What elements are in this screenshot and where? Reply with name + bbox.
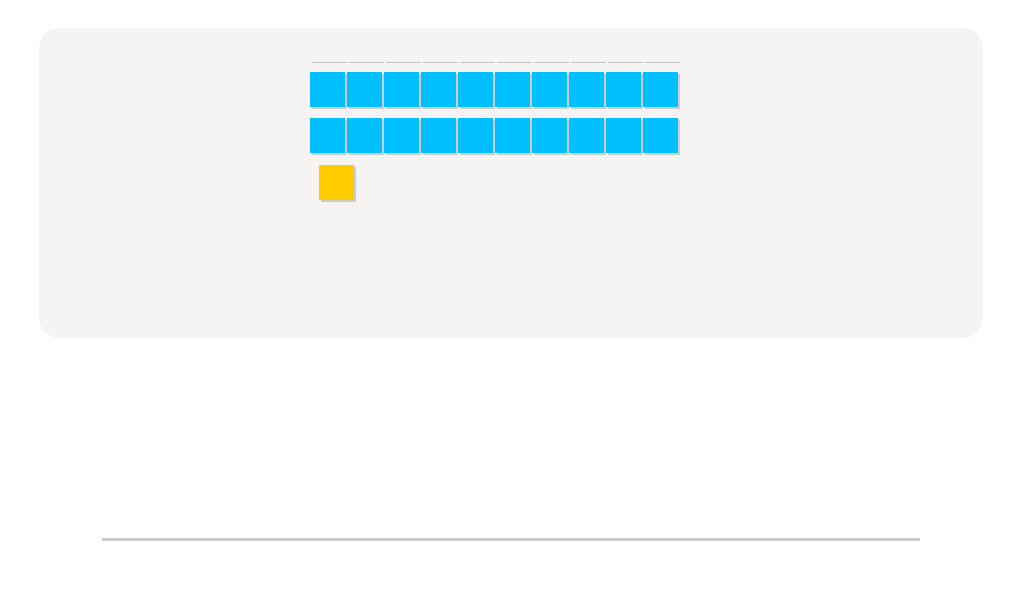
tile	[310, 118, 345, 153]
column-slot-line	[608, 62, 643, 63]
column-slot-line	[534, 62, 569, 63]
column-slot-line	[497, 62, 532, 63]
active-piece[interactable]	[319, 165, 354, 200]
tile	[310, 72, 345, 107]
column-slot-line	[312, 62, 347, 63]
tile	[421, 118, 456, 153]
tile	[532, 118, 567, 153]
tile	[421, 72, 456, 107]
tile	[569, 72, 604, 107]
tile	[347, 118, 382, 153]
tile	[347, 72, 382, 107]
column-slot-line	[571, 62, 606, 63]
tile	[569, 118, 604, 153]
tile	[384, 72, 419, 107]
column-slot-line	[349, 62, 384, 63]
tile	[606, 118, 641, 153]
floor-divider	[102, 538, 920, 541]
tile	[495, 72, 530, 107]
tile	[643, 72, 678, 107]
tile	[606, 72, 641, 107]
game-board	[39, 28, 983, 338]
column-slot-line	[460, 62, 495, 63]
tile	[458, 118, 493, 153]
tile	[532, 72, 567, 107]
tile	[384, 118, 419, 153]
column-slot-line	[423, 62, 458, 63]
column-slot-line	[645, 62, 680, 63]
tile	[643, 118, 678, 153]
tile	[495, 118, 530, 153]
tile	[458, 72, 493, 107]
column-slot-line	[386, 62, 421, 63]
